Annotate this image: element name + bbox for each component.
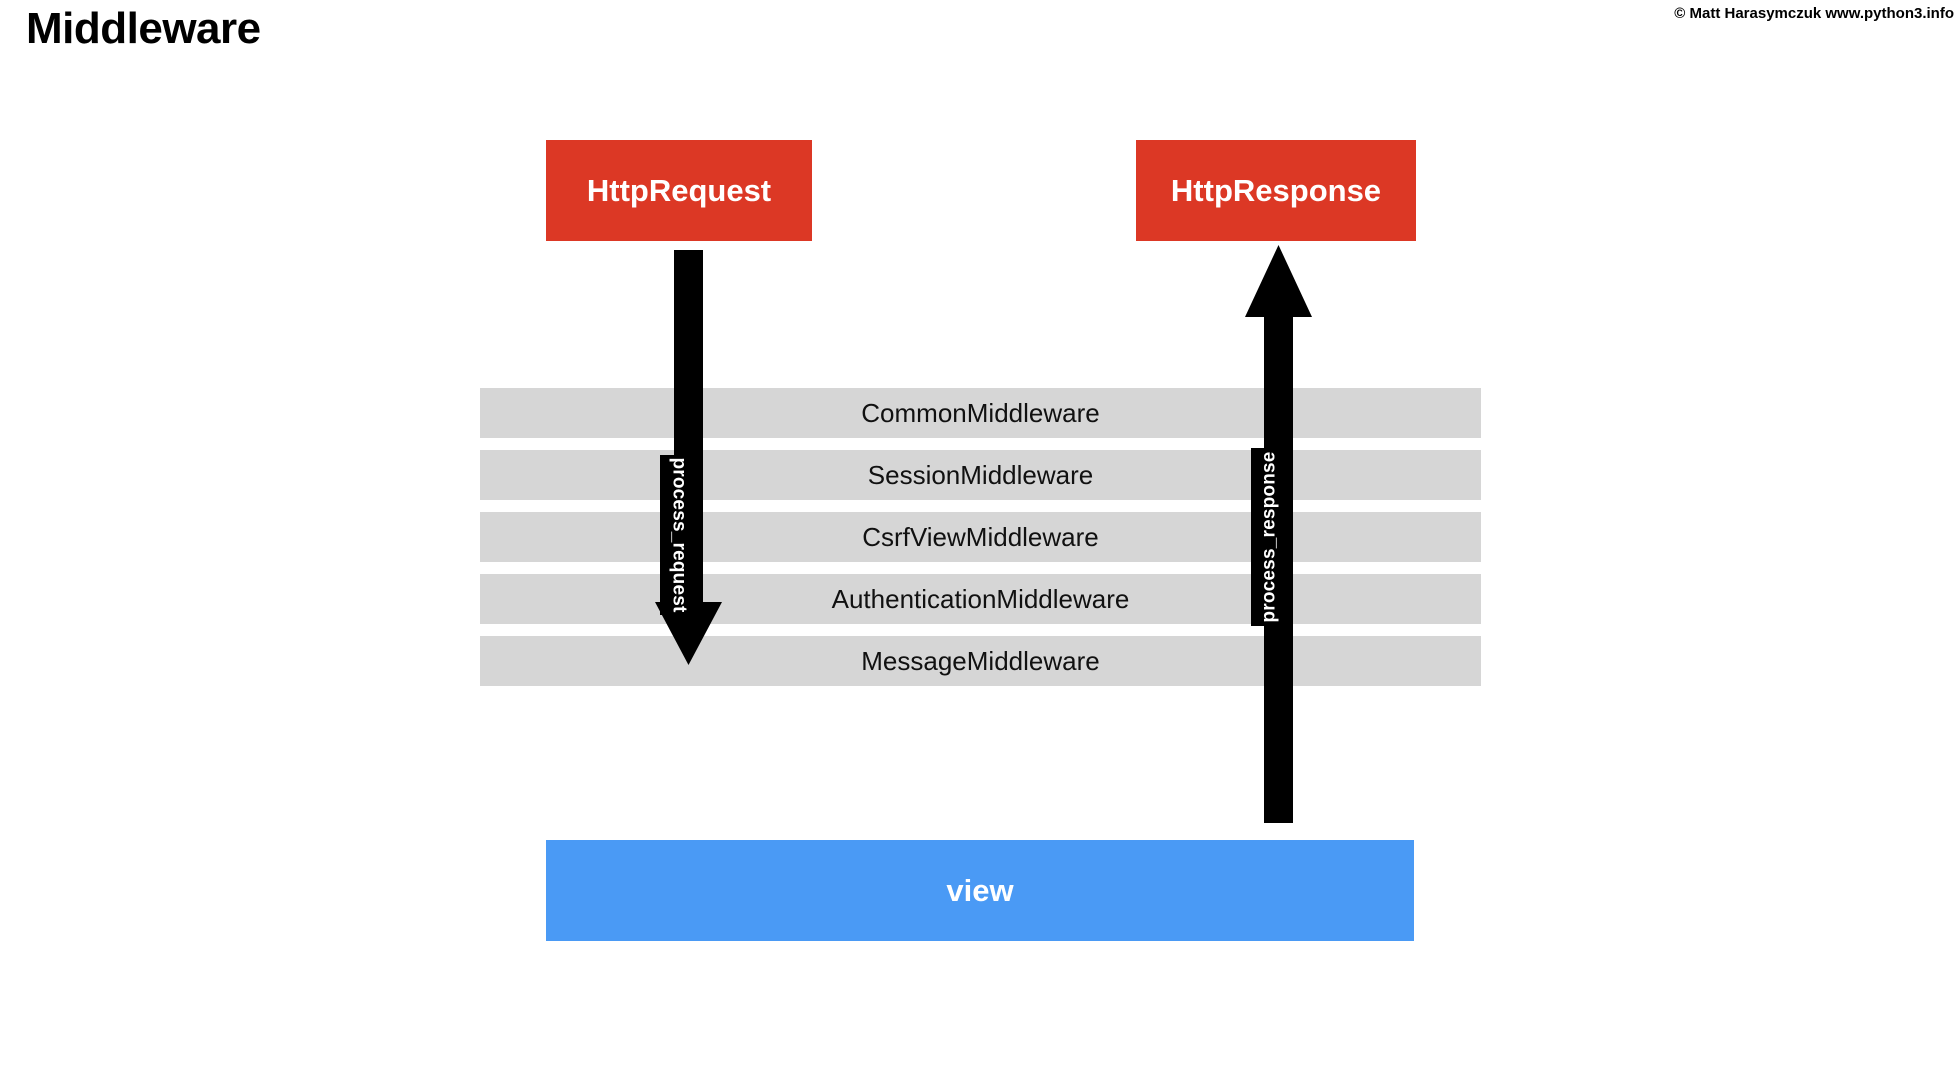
view-label: view: [946, 872, 1014, 908]
middleware-label: AuthenticationMiddleware: [831, 583, 1130, 614]
process-response-label: process_response: [1251, 448, 1289, 626]
view-box: view: [546, 840, 1414, 941]
middleware-row: MessageMiddleware: [480, 636, 1481, 686]
process-request-text: process_request: [669, 457, 691, 613]
page-title: Middleware: [26, 4, 261, 53]
middleware-row: CommonMiddleware: [480, 388, 1481, 438]
http-response-label: HttpResponse: [1170, 172, 1382, 208]
http-request-box: HttpRequest: [546, 140, 812, 241]
http-response-box: HttpResponse: [1136, 140, 1416, 241]
middleware-row: AuthenticationMiddleware: [480, 574, 1481, 624]
middleware-row: SessionMiddleware: [480, 450, 1481, 500]
http-request-label: HttpRequest: [586, 172, 772, 208]
middleware-stack: CommonMiddleware SessionMiddleware CsrfV…: [480, 388, 1481, 698]
middleware-label: MessageMiddleware: [861, 645, 1100, 676]
middleware-label: SessionMiddleware: [867, 459, 1094, 490]
middleware-row: CsrfViewMiddleware: [480, 512, 1481, 562]
copyright-notice: © Matt Harasymczuk www.python3.info: [1674, 5, 1954, 22]
process-response-text: process_response: [1259, 451, 1280, 623]
middleware-label: CommonMiddleware: [861, 397, 1100, 428]
middleware-label: CsrfViewMiddleware: [862, 521, 1099, 552]
process-request-label: process_request: [660, 455, 698, 615]
